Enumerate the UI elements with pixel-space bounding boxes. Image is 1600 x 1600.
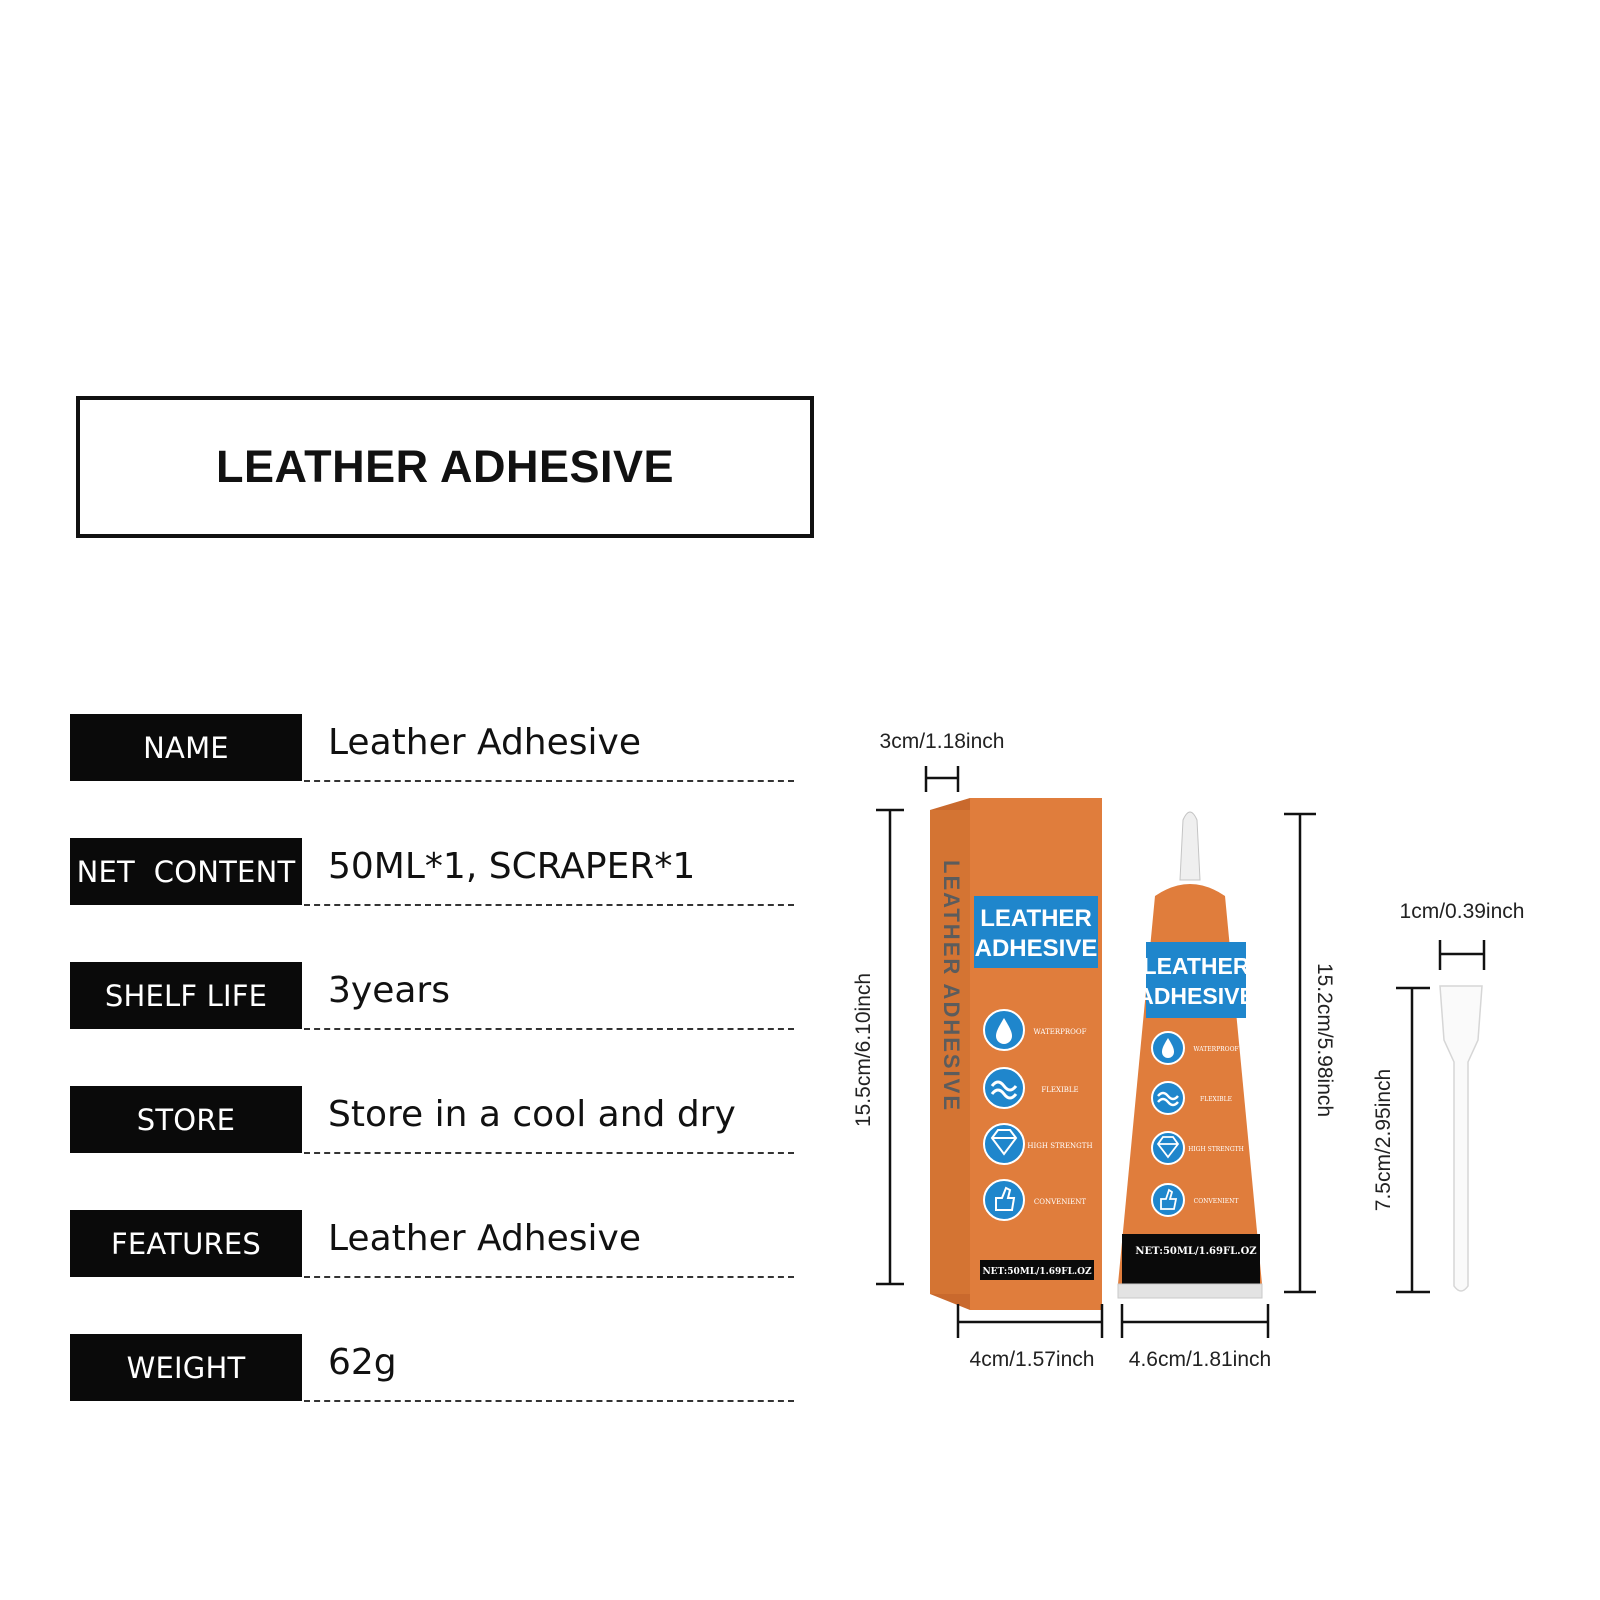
spec-label: NET CONTENT <box>70 838 302 905</box>
tube-crimp <box>1117 1283 1263 1299</box>
product-box: LEATHER ADHESIVE LEATHER ADHESIVE WATERP… <box>930 798 1102 1310</box>
scraper-spatula <box>1439 985 1483 1292</box>
dashed-divider <box>304 1028 794 1030</box>
box-feature-flexible: FLEXIBLE <box>983 1067 1079 1109</box>
dashed-divider <box>304 1276 794 1278</box>
spec-row-net-content: NET CONTENT 50ML*1, SCRAPER*1 <box>70 838 794 962</box>
dashed-divider <box>304 1400 794 1402</box>
spec-value: Store in a cool and dry <box>328 1094 736 1135</box>
title-box: LEATHER ADHESIVE <box>76 396 814 538</box>
spec-value: 62g <box>328 1342 397 1383</box>
box-net-badge <box>980 1260 1094 1280</box>
spec-row-features: FEATURES Leather Adhesive <box>70 1210 794 1334</box>
box-height-label: 15.5cm/6.10inch <box>852 973 875 1127</box>
tube-width-bracket <box>1120 1304 1270 1338</box>
tube-blue-label <box>1146 942 1246 1018</box>
box-depth-label: 3cm/1.18inch <box>880 730 1005 753</box>
spec-label: NAME <box>70 714 302 781</box>
spec-value: 3years <box>328 970 450 1011</box>
tube-height-bracket <box>1284 812 1316 1294</box>
tube-label-line2: ADHESIVE <box>1137 983 1255 1009</box>
diamond-icon <box>990 1129 1018 1156</box>
spec-table: NAME Leather Adhesive NET CONTENT 50ML*1… <box>70 714 794 1458</box>
spec-value: Leather Adhesive <box>328 1218 641 1259</box>
box-height-bracket <box>876 808 904 1286</box>
water-drop-icon <box>996 1018 1012 1044</box>
box-label-line2: ADHESIVE <box>975 935 1098 962</box>
feature-text: CONVENIENT <box>1194 1198 1239 1205</box>
box-label-line1: LEATHER <box>980 905 1092 932</box>
tube-net-text: NET:50ML/1.69FL.OZ <box>1135 1246 1256 1257</box>
spec-row-shelf-life: SHELF LIFE 3years <box>70 962 794 1086</box>
feature-text: FLEXIBLE <box>1041 1086 1078 1094</box>
dashed-divider <box>304 904 794 906</box>
feature-text: HIGH STRENGTH <box>1188 1146 1244 1153</box>
spec-label: SHELF LIFE <box>70 962 302 1029</box>
box-net-text: NET:50ML/1.69FL.OZ <box>982 1267 1091 1277</box>
feature-text: CONVENIENT <box>1034 1198 1087 1206</box>
box-feature-high-strength: HIGH STRENGTH <box>983 1123 1093 1165</box>
spec-label: FEATURES <box>70 1210 302 1277</box>
diamond-icon <box>1156 1136 1180 1159</box>
tube-feature-high-strength: HIGH STRENGTH <box>1151 1131 1244 1165</box>
spec-value: 50ML*1, SCRAPER*1 <box>328 846 696 887</box>
box-depth-bracket <box>924 766 960 792</box>
tube-width-label: 4.6cm/1.81inch <box>1129 1348 1271 1371</box>
spec-label: STORE <box>70 1086 302 1153</box>
box-side-text: LEATHER ADHESIVE <box>939 860 964 1112</box>
tube-net-band <box>1122 1234 1260 1284</box>
spec-label: WEIGHT <box>70 1334 302 1401</box>
box-blue-label <box>974 896 1098 968</box>
scraper-height-label: 7.5cm/2.95inch <box>1372 1069 1395 1211</box>
feature-text: WATERPROOF <box>1193 1046 1238 1053</box>
tube-height-label: 15.2cm/5.98inch <box>1313 963 1336 1117</box>
spec-row-weight: WEIGHT 62g <box>70 1334 794 1458</box>
scraper-width-label: 1cm/0.39inch <box>1400 900 1525 923</box>
tube-feature-flexible: FLEXIBLE <box>1151 1081 1232 1115</box>
scraper-width-bracket <box>1438 940 1486 970</box>
box-feature-waterproof: WATERPROOF <box>983 1009 1087 1051</box>
page-title: LEATHER ADHESIVE <box>215 441 675 492</box>
tube-label-line1: LEATHER <box>1143 953 1250 979</box>
box-width-bracket <box>956 1304 1104 1338</box>
spec-row-store: STORE Store in a cool and dry <box>70 1086 794 1210</box>
feature-text: HIGH STRENGTH <box>1027 1142 1092 1150</box>
tube-feature-convenient: CONVENIENT <box>1151 1183 1239 1217</box>
spec-row-name: NAME Leather Adhesive <box>70 714 794 838</box>
water-drop-icon <box>1162 1038 1174 1058</box>
thumbs-up-icon <box>1160 1188 1178 1210</box>
scraper-height-bracket <box>1396 986 1430 1294</box>
box-feature-convenient: CONVENIENT <box>983 1179 1087 1221</box>
box-width-label: 4cm/1.57inch <box>970 1348 1095 1371</box>
flex-wave-icon <box>990 1080 1018 1100</box>
product-tube: LEATHER ADHESIVE WATERPROOF FLEXIBLE HIG… <box>1117 811 1263 1299</box>
product-dimension-illustration: 3cm/1.18inch 15.5cm/6.10inch LEATHER ADH… <box>852 730 1525 1371</box>
feature-text: WATERPROOF <box>1034 1028 1087 1036</box>
feature-text: FLEXIBLE <box>1200 1096 1232 1103</box>
thumbs-up-icon <box>995 1186 1016 1211</box>
spec-value: Leather Adhesive <box>328 722 641 763</box>
dashed-divider <box>304 780 794 782</box>
flex-wave-icon <box>1157 1091 1179 1107</box>
dashed-divider <box>304 1152 794 1154</box>
tube-feature-waterproof: WATERPROOF <box>1151 1031 1239 1065</box>
